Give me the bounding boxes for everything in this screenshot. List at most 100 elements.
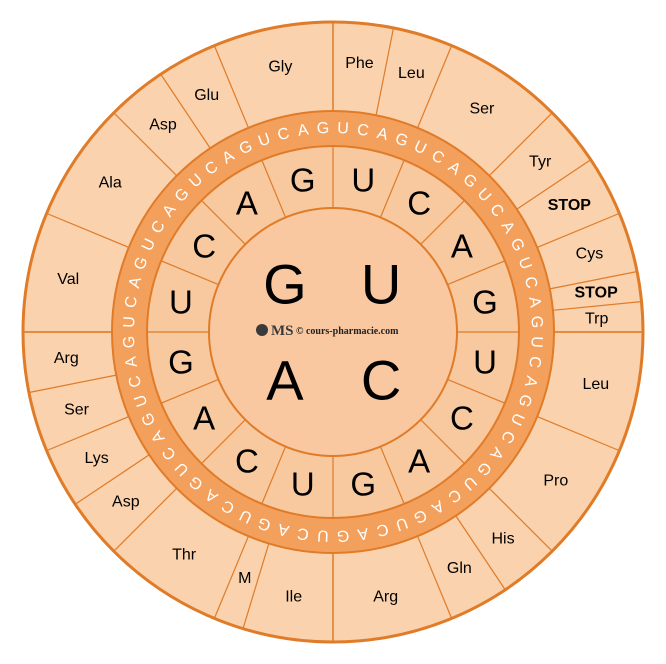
second-base-AU: U [291,466,315,503]
amino-acid-divider [74,454,150,505]
second-base-divider [420,419,465,464]
third-base-letter: A [356,524,369,542]
second-base-divider [201,419,246,464]
amino-acid-divider [417,45,453,129]
amino-acid-divider [488,487,553,552]
third-base-letter: G [316,120,329,138]
third-base-letter: U [393,514,410,534]
third-base-letter: U [317,526,329,544]
second-base-divider [379,446,405,505]
stop-codon-label: STOP [548,197,592,214]
third-base-letter: A [126,275,145,290]
third-base-letter: C [356,121,370,140]
third-base-letter: A [276,520,291,539]
third-base-letter: G [256,514,273,534]
third-base-letter: G [121,335,139,348]
second-base-GU: U [169,283,193,320]
second-base-AA: A [193,400,215,437]
second-base-GG: G [290,161,316,198]
first-base-A: A [266,349,304,412]
amino-acid-divider [213,535,249,619]
amino-acid-cys: Cys [576,246,604,263]
second-base-UC: C [407,185,431,222]
third-base-letter: U [131,392,151,409]
second-base-UU: U [351,161,375,198]
amino-acid-divider [113,487,178,552]
second-base-divider [420,200,465,245]
third-base-letter: C [296,524,310,543]
amino-acid-gly: Gly [268,59,292,76]
amino-acid-divider [113,112,178,177]
amino-acid-his: His [491,531,514,548]
amino-acid-asp: Asp [112,494,140,511]
second-base-UG: G [472,283,498,320]
amino-acid-divider [549,270,638,290]
third-base-letter: C [276,125,291,144]
amino-acid-divider [160,73,211,149]
amino-acid-divider [46,416,130,452]
second-base-divider [261,159,287,218]
third-base-letter: U [337,120,349,138]
third-base-letter: U [256,130,273,150]
second-base-divider [447,260,506,286]
amino-acid-glu: Glu [194,87,219,104]
amino-acid-trp: Trp [585,311,609,328]
second-base-UA: A [451,227,473,264]
amino-acid-m: M [238,570,251,587]
third-base-letter: A [122,355,140,368]
amino-acid-phe: Phe [345,55,374,72]
third-base-letter: U [527,336,545,348]
amino-acid-leu: Leu [398,65,425,82]
third-base-letter: A [297,121,310,139]
logo-mark: MS [271,323,294,339]
third-base-letter: A [521,374,540,389]
amino-acid-divider [536,212,620,248]
third-base-letter: U [515,255,535,272]
amino-acid-ile: Ile [285,589,302,606]
first-base-C: C [361,349,401,412]
third-base-letter: A [525,296,543,309]
second-base-divider [261,446,287,505]
second-base-AG: G [168,344,194,381]
first-base-G: G [263,252,307,315]
amino-acid-divider [455,515,506,591]
amino-acid-divider [46,212,130,248]
second-base-CC: C [450,400,474,437]
amino-acid-lys: Lys [84,450,108,467]
third-base-letter: G [527,315,545,328]
third-base-letter: C [126,374,145,389]
second-base-AC: C [235,442,259,479]
amino-acid-divider [375,27,395,116]
amino-acid-arg: Arg [373,588,398,605]
second-base-divider [201,200,246,245]
amino-acid-ser: Ser [64,401,90,418]
amino-acid-pro: Pro [543,472,568,489]
amino-acid-leu: Leu [582,376,609,393]
third-base-letter: U [121,316,139,328]
third-base-letter: C [525,355,544,369]
logo-emblem-icon [256,324,268,336]
third-base-letter: G [336,526,349,544]
amino-acid-arg: Arg [54,350,79,367]
amino-acid-divider [417,535,453,619]
third-base-letter: G [515,392,535,409]
amino-acid-divider [242,543,270,629]
amino-acid-divider [213,45,249,129]
second-base-GA: A [236,185,258,222]
second-base-GC: C [192,227,216,264]
second-base-CA: A [408,442,430,479]
amino-acid-tyr: Tyr [529,153,552,170]
second-base-divider [160,378,219,404]
amino-acid-divider [516,159,592,210]
amino-acid-asp: Asp [149,116,177,133]
third-base-letter: G [393,130,410,150]
amino-acid-divider [552,301,642,311]
third-base-letter: C [122,295,141,309]
third-base-letter: A [375,125,390,144]
second-base-CG: G [350,466,376,503]
second-base-divider [379,159,405,218]
first-base-disc [208,207,458,457]
amino-acid-gln: Gln [447,560,472,577]
